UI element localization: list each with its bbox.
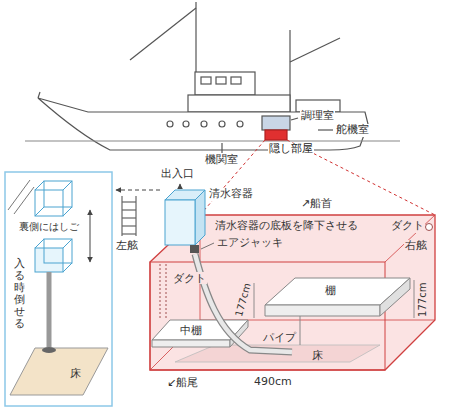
- part-label: 舵機室: [335, 124, 370, 137]
- part-label: ↗船首: [300, 198, 333, 211]
- duct: [426, 224, 433, 231]
- part-label: 右舷: [404, 240, 428, 253]
- part-label: 中棚: [180, 324, 202, 336]
- pointer-arrow: [116, 190, 160, 191]
- duct: [166, 264, 167, 318]
- part-label: パイプ: [262, 331, 297, 343]
- dimension-line: [414, 280, 415, 318]
- part-label: 床: [312, 350, 323, 363]
- part-label: 出入口: [160, 168, 195, 181]
- part-label: 隠し部屋: [268, 143, 314, 156]
- water-container: [165, 184, 205, 245]
- part-label: ダクト: [390, 220, 425, 233]
- part-label: 裏側にはしご: [18, 222, 80, 233]
- inset: [5, 172, 112, 406]
- part-label: 機関室: [204, 154, 239, 167]
- air-jack: [190, 245, 199, 253]
- leader-line: [201, 243, 214, 249]
- dimension-line: [254, 283, 255, 318]
- part-label: ダクト: [172, 272, 207, 284]
- part-label: 床: [70, 368, 81, 381]
- part-label: 入る時倒せる: [14, 258, 25, 331]
- part-label: 左舷: [115, 240, 139, 253]
- part-label: 棚: [325, 285, 336, 298]
- ladder: [122, 196, 136, 236]
- part-label: 清水容器の底板を降下させる: [214, 219, 359, 231]
- part-label: 調理室: [300, 110, 335, 123]
- part-label: 490cm: [253, 376, 293, 389]
- part-label: ↙船尾: [166, 377, 199, 390]
- ship: [25, 2, 400, 153]
- part-label: 177cm: [417, 283, 429, 317]
- duct: [160, 264, 161, 318]
- part-label: 清水容器: [208, 188, 254, 201]
- zoom-line: [200, 140, 265, 215]
- part-label: エアジャッキ: [216, 236, 284, 248]
